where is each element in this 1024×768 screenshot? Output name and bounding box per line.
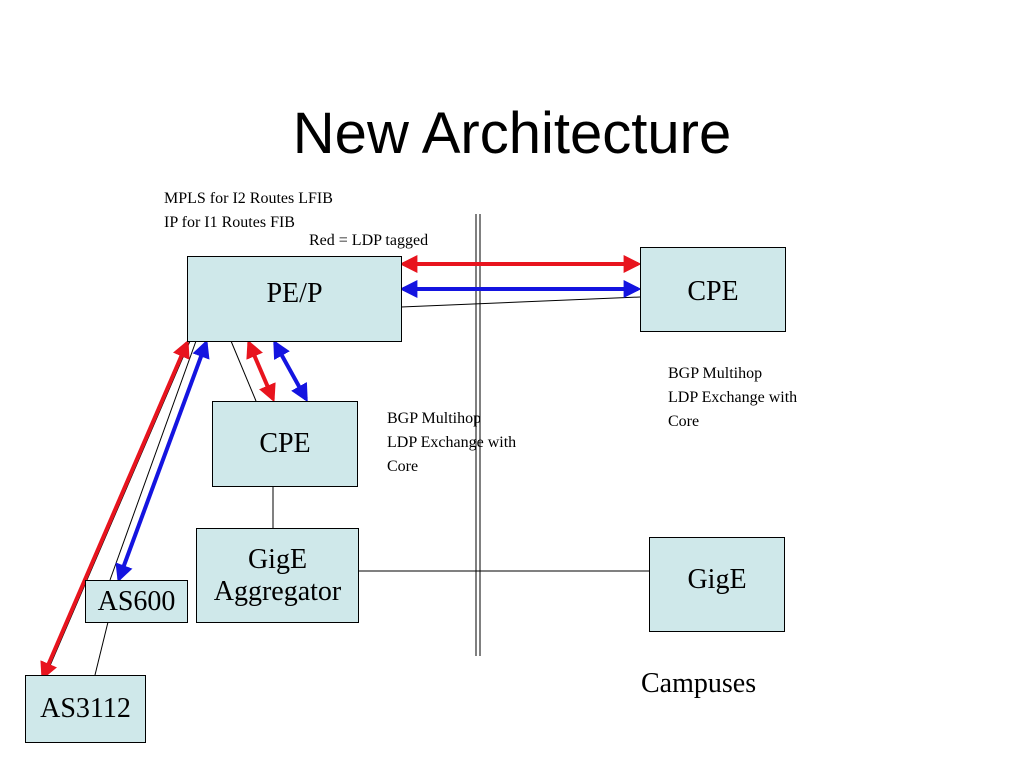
bgp-note-center-line-1: BGP Multihop: [387, 410, 482, 427]
gige-node: GigE: [649, 537, 785, 632]
cpe-right-node-label: CPE: [687, 276, 739, 307]
gige-aggregator-label-1: GigE: [247, 543, 308, 575]
as600-node: AS600: [85, 580, 188, 623]
gige-aggregator-label-2: Aggregator: [213, 575, 342, 607]
slide-title: New Architecture: [292, 101, 732, 166]
mpls-note: MPLS for I2 Routes LFIB IP for I1 Routes…: [164, 187, 333, 235]
link-pe-cpe-right: [400, 296, 641, 308]
bgp-note-right: BGP Multihop LDP Exchange with Core: [668, 362, 797, 434]
cpe-right-node: CPE: [640, 247, 786, 332]
legend-note: Red = LDP tagged: [309, 232, 429, 249]
gige-node-label: GigE: [687, 563, 747, 595]
pe-p-node: PE/P: [187, 256, 402, 342]
campuses-label: Campuses: [641, 668, 757, 699]
bgp-note-right-line-3: Core: [668, 413, 700, 430]
cpe-center-node-label: CPE: [259, 428, 311, 459]
cpe-center-node: CPE: [212, 401, 358, 487]
bgp-note-center-line-2: LDP Exchange with: [387, 434, 517, 451]
mpls-note-line-2: IP for I1 Routes FIB: [164, 214, 295, 231]
as3112-node-label: AS3112: [40, 693, 131, 724]
link-as600-as3112: [94, 621, 109, 676]
bgp-arrow-pe-cpe-center: [273, 339, 308, 403]
bgp-note-right-line-2: LDP Exchange with: [668, 389, 798, 406]
bgp-note-center: BGP Multihop LDP Exchange with Core: [387, 407, 516, 479]
pe-p-node-label: PE/P: [266, 278, 323, 309]
link-pe-as600: [109, 340, 197, 581]
as3112-node: AS3112: [25, 675, 146, 743]
bgp-note-center-line-3: Core: [387, 458, 419, 475]
bgp-note-right-line-1: BGP Multihop: [668, 365, 763, 382]
ldp-arrow-pe-cpe-center: [246, 339, 276, 403]
ldp-arrow-pe-as3112: [40, 339, 190, 681]
mpls-note-line-1: MPLS for I2 Routes LFIB: [164, 190, 333, 207]
as600-node-label: AS600: [97, 585, 176, 617]
bgp-arrow-pe-as600: [115, 339, 210, 583]
gige-aggregator-node: GigE Aggregator: [196, 528, 359, 623]
